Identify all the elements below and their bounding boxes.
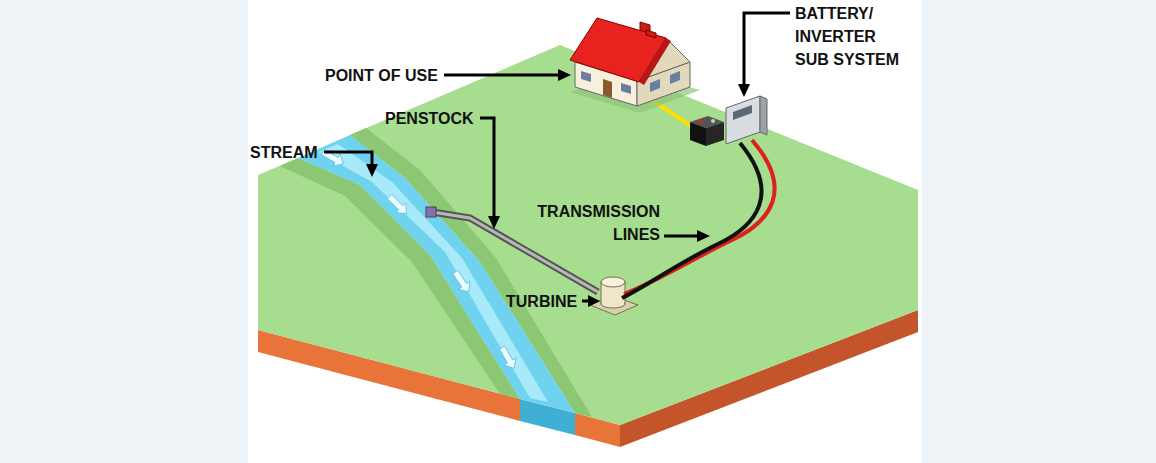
stream-highlight [318, 144, 548, 402]
arrowheads [366, 69, 750, 307]
battery-terminal [698, 119, 702, 123]
part-label: POINT OF USE [325, 64, 438, 87]
arrowhead [366, 164, 378, 177]
inverter [726, 96, 760, 144]
battery-terminal [711, 119, 715, 123]
part-label: TRANSMISSION LINES [528, 200, 660, 246]
leader-line [324, 152, 372, 166]
flow-arrows [319, 146, 520, 372]
chimney [646, 30, 656, 38]
inverter [760, 96, 767, 135]
arrowhead [488, 216, 500, 229]
part-label: PENSTOCK [385, 107, 474, 130]
leader-line [744, 13, 790, 86]
arrowhead [588, 295, 600, 307]
flow-arrow [319, 146, 347, 170]
leader-line [444, 74, 560, 77]
window [621, 83, 631, 94]
house-roof [639, 38, 671, 85]
inverter-display [733, 105, 752, 120]
part-label: STREAM [250, 141, 318, 164]
leader-line [664, 235, 699, 238]
battery [706, 122, 724, 146]
penstock-pipe [432, 212, 598, 292]
door [603, 79, 612, 98]
flow-arrow [449, 268, 474, 296]
battery [690, 122, 706, 146]
turbine-top [601, 277, 625, 287]
flow-arrow [385, 192, 412, 219]
window [581, 71, 591, 82]
arrowhead [738, 84, 750, 97]
part-label: BATTERY/ INVERTER SUB SYSTEM [795, 2, 905, 71]
leader-line [480, 118, 494, 218]
white-panel [248, 0, 922, 463]
window [650, 79, 660, 92]
arrowhead [697, 230, 710, 242]
stream-water [298, 135, 575, 413]
part-label: TURBINE [506, 290, 577, 313]
intake [426, 207, 436, 217]
arrowhead [558, 69, 571, 81]
transmission-cable [622, 143, 762, 298]
window [670, 71, 680, 84]
penstock-pipe [432, 212, 598, 292]
flow-arrow [496, 344, 520, 372]
turbine-body [602, 290, 624, 303]
leader-lines [324, 13, 790, 301]
